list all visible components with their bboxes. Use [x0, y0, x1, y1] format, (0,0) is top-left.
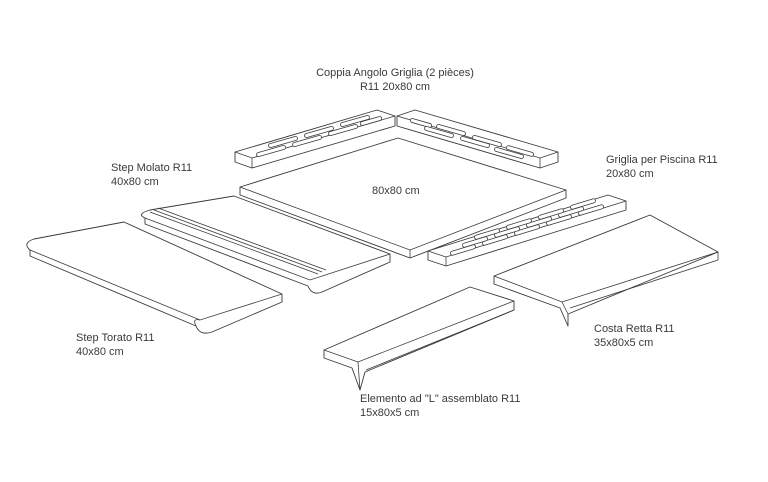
- label-center-tile: 80x80 cm: [372, 184, 420, 198]
- coppia-size: R11 20x80 cm: [359, 81, 431, 93]
- center-tile-size: 80x80 cm: [372, 185, 420, 197]
- costa-retta-size: 35x80x5 cm: [594, 337, 654, 349]
- coppia-name: Coppia Angolo Griglia (2 pièces): [316, 67, 474, 79]
- griglia-size: 20x80 cm: [606, 168, 654, 180]
- step-molato: [141, 195, 391, 294]
- elemento-l: [323, 286, 515, 391]
- elemento-l-name: Elemento ad "L" assemblato R11: [360, 393, 521, 405]
- label-coppia-angolo-griglia: Coppia Angolo Griglia (2 pièces) R11 20x…: [300, 66, 490, 94]
- costa-retta-name: Costa Retta R11: [594, 323, 675, 335]
- label-costa-retta: Costa Retta R11 35x80x5 cm: [594, 322, 675, 350]
- corner-grate-right: [396, 109, 559, 169]
- label-step-molato: Step Molato R11 40x80 cm: [111, 161, 192, 189]
- pool-grate: [427, 194, 627, 267]
- costa-retta: [493, 214, 719, 327]
- step-torato-size: 40x80 cm: [76, 346, 124, 358]
- griglia-name: Griglia per Piscina R11: [606, 154, 718, 166]
- step-molato-size: 40x80 cm: [111, 176, 159, 188]
- label-step-torato: Step Torato R11 40x80 cm: [76, 331, 154, 359]
- corner-grate-left-slots: [256, 115, 383, 157]
- corner-grate-left: [234, 109, 396, 169]
- step-torato-name: Step Torato R11: [76, 332, 155, 344]
- elemento-l-size: 15x80x5 cm: [360, 407, 420, 419]
- step-molato-name: Step Molato R11: [111, 162, 193, 174]
- pool-grate-slots: [450, 198, 604, 256]
- corner-grate-right-slots: [409, 118, 534, 159]
- label-griglia-piscina: Griglia per Piscina R11 20x80 cm: [606, 153, 718, 181]
- step-torato: [26, 221, 283, 334]
- center-tile: [239, 137, 567, 259]
- label-elemento-l: Elemento ad "L" assemblato R11 15x80x5 c…: [360, 392, 520, 420]
